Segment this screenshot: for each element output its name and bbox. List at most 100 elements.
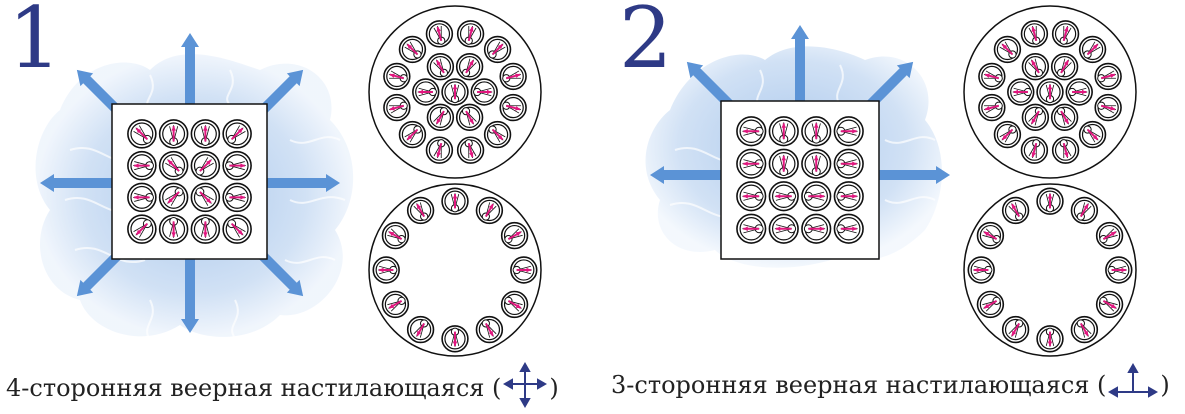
diffuser-cell bbox=[457, 104, 483, 130]
diffuser-cell bbox=[979, 64, 1005, 90]
diffuser-cell bbox=[1037, 188, 1063, 214]
diffuser-cell bbox=[384, 64, 410, 90]
three-way-arrows-icon bbox=[1108, 362, 1158, 408]
diffuser-cell bbox=[1037, 326, 1063, 352]
panel-number: 1 bbox=[8, 0, 61, 80]
diffuser-cell bbox=[834, 182, 863, 211]
diffuser-cell bbox=[834, 149, 863, 178]
diffuser-cell bbox=[737, 182, 766, 211]
diffuser-cell bbox=[191, 183, 219, 211]
diffuser-cell bbox=[223, 183, 251, 211]
diffuser-cell bbox=[384, 95, 410, 121]
caption-close: ) bbox=[549, 374, 558, 402]
diffuser-cell bbox=[427, 54, 453, 80]
diffuser-cell bbox=[1053, 21, 1079, 47]
diffuser-cell bbox=[979, 95, 1005, 121]
diffuser-cell bbox=[834, 214, 863, 243]
diffuser-cell bbox=[1022, 104, 1048, 130]
diffuser-cell bbox=[427, 21, 453, 47]
diffuser-cell bbox=[477, 198, 503, 224]
diffuser-cell bbox=[1095, 64, 1121, 90]
diffuser-cell bbox=[485, 122, 511, 148]
diffuser-cell bbox=[500, 64, 526, 90]
diffuser-cell bbox=[802, 214, 831, 243]
diffuser-cell bbox=[502, 223, 528, 249]
diffuser-cell bbox=[160, 215, 188, 243]
diffuser-cell bbox=[442, 79, 468, 105]
diffuser-cell bbox=[1003, 198, 1029, 224]
round-diffuser-lower bbox=[369, 184, 541, 356]
diffuser-cell bbox=[1008, 79, 1034, 105]
diffuser-cell bbox=[1037, 79, 1063, 105]
diffuser-cell bbox=[1080, 122, 1106, 148]
diffuser-cell bbox=[458, 21, 484, 47]
diffuser-cell bbox=[408, 317, 434, 343]
diffuser-cell bbox=[1022, 21, 1048, 47]
diffuser-cell bbox=[769, 214, 798, 243]
diffuser-cell bbox=[191, 152, 219, 180]
diffuser-cell bbox=[995, 122, 1021, 148]
diffuser-cell bbox=[223, 215, 251, 243]
caption-close: ) bbox=[1160, 371, 1169, 399]
diffuser-cell bbox=[408, 198, 434, 224]
diffuser-cell bbox=[471, 79, 497, 105]
diffuser-cell bbox=[427, 104, 453, 130]
diffuser-cell bbox=[1097, 292, 1123, 318]
diffuser-cell bbox=[160, 183, 188, 211]
diffuser-cell bbox=[223, 120, 251, 148]
diffuser-cell bbox=[373, 257, 399, 283]
diffuser-cell bbox=[128, 215, 156, 243]
diffuser-cell bbox=[427, 137, 453, 163]
diffuser-cell bbox=[442, 326, 468, 352]
diffuser-cell bbox=[160, 120, 188, 148]
panel-three-way: 2 3-сторонняя веерная настилающаяся ( ) bbox=[595, 0, 1185, 409]
diffuser-cell bbox=[1080, 37, 1106, 63]
ceiling-cassette-square bbox=[721, 101, 879, 259]
diffuser-cell bbox=[128, 183, 156, 211]
diffuser-cell bbox=[442, 188, 468, 214]
diffuser-cell bbox=[1072, 317, 1098, 343]
diffuser-cell bbox=[1053, 137, 1079, 163]
diffuser-cell bbox=[223, 152, 251, 180]
diffuser-cell bbox=[1072, 198, 1098, 224]
caption: 4-сторонняя веерная настилающаяся ( ) bbox=[6, 362, 559, 414]
diffuser-cell bbox=[191, 120, 219, 148]
diffuser-cell bbox=[500, 95, 526, 121]
diffuser-cell bbox=[1097, 223, 1123, 249]
diffuser-cell bbox=[502, 292, 528, 318]
round-diffuser-upper bbox=[369, 6, 541, 178]
diffuser-cell bbox=[400, 122, 426, 148]
diffuser-cell bbox=[769, 182, 798, 211]
diffuser-cell bbox=[383, 292, 409, 318]
diffuser-cell bbox=[383, 223, 409, 249]
diffuser-cell bbox=[802, 117, 831, 146]
diffuser-cell bbox=[485, 37, 511, 63]
diffuser-cell bbox=[978, 223, 1004, 249]
caption-text: 3-сторонняя веерная настилающаяся ( bbox=[611, 371, 1106, 399]
round-diffuser-lower bbox=[964, 184, 1136, 356]
diffuser-cell bbox=[995, 37, 1021, 63]
diffuser-cell bbox=[968, 257, 994, 283]
caption: 3-сторонняя веерная настилающаяся ( ) bbox=[611, 362, 1170, 408]
diffuser-cell bbox=[1095, 95, 1121, 121]
panel-four-way: 1 4-сторонняя веерная настилающаяся ( ) bbox=[0, 0, 590, 409]
four-way-diagram bbox=[0, 0, 590, 360]
caption-text: 4-сторонняя веерная настилающаяся ( bbox=[6, 374, 501, 402]
round-diffuser-upper bbox=[964, 6, 1136, 178]
ceiling-cassette-square bbox=[112, 104, 267, 259]
diffuser-cell bbox=[413, 79, 439, 105]
diffuser-cell bbox=[191, 215, 219, 243]
diffuser-cell bbox=[737, 214, 766, 243]
diffuser-cell bbox=[457, 54, 483, 80]
diffuser-cell bbox=[1052, 104, 1078, 130]
diffuser-cell bbox=[1022, 137, 1048, 163]
diffuser-cell bbox=[769, 117, 798, 146]
diffuser-cell bbox=[978, 292, 1004, 318]
diffuser-cell bbox=[834, 117, 863, 146]
panel-number: 2 bbox=[619, 0, 672, 80]
diffuser-cell bbox=[737, 149, 766, 178]
diffuser-cell bbox=[1022, 54, 1048, 80]
diffuser-cell bbox=[737, 117, 766, 146]
diffuser-cell bbox=[477, 317, 503, 343]
diffuser-cell bbox=[802, 182, 831, 211]
